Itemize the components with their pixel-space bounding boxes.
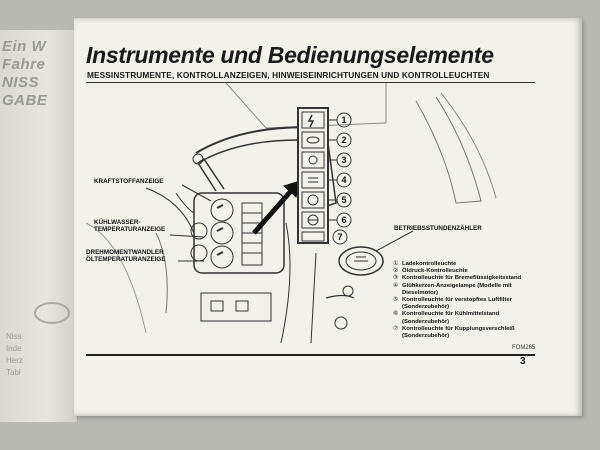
label-coolant-line2: TEMPERATURANZEIGE bbox=[94, 226, 166, 233]
label-coolant-line1: KÜHLWASSER- bbox=[94, 219, 141, 226]
left-page-line: Tabl bbox=[6, 368, 21, 377]
label-converter-line1: DREHMOMENTWANDLER bbox=[86, 249, 164, 256]
label-hour-meter: BETRIEBSSTUNDENZÄHLER bbox=[394, 225, 482, 232]
callout-number: 7 bbox=[337, 232, 342, 242]
bottom-rule bbox=[86, 354, 535, 356]
page-number: 3 bbox=[520, 356, 526, 367]
left-page-fragment: Fahre bbox=[2, 56, 46, 73]
label-converter-line2: ÖLTEMPERATURANZEIGE bbox=[86, 256, 166, 263]
dashboard-drawing: 1 2 3 4 5 6 7 bbox=[85, 82, 497, 344]
top-rule bbox=[86, 82, 535, 83]
callout-number: 3 bbox=[341, 155, 346, 165]
callout-number: 1 bbox=[341, 115, 346, 125]
callout-number: 5 bbox=[341, 195, 346, 205]
page-subtitle: MESSINSTRUMENTE, KONTROLLANZEIGEN, HINWE… bbox=[87, 70, 490, 80]
page-title: Instrumente und Bedienungselemente bbox=[86, 42, 494, 68]
callout-number: 2 bbox=[341, 135, 346, 145]
left-page-line: Herz bbox=[6, 356, 23, 365]
left-page-line: Niss bbox=[6, 332, 22, 341]
left-page-fragment: GABE bbox=[2, 92, 48, 109]
left-page-line: Inde bbox=[6, 344, 22, 353]
dashboard-illustration: 1 2 3 4 5 6 7 KRAFTSTOFFANZEIGE KÜHLWASS… bbox=[85, 82, 536, 353]
figure-code: FOM265 bbox=[512, 345, 536, 351]
left-page-fragment: Ein W bbox=[2, 38, 47, 55]
left-page: Ein W Fahre NISS GABE Niss Inde Herz Tab… bbox=[0, 30, 78, 422]
manual-page: Instrumente und Bedienungselemente MESSI… bbox=[74, 18, 582, 416]
label-fuel-gauge: KRAFTSTOFFANZEIGE bbox=[94, 178, 164, 185]
callout-number: 6 bbox=[341, 215, 346, 225]
nissan-logo bbox=[34, 302, 70, 324]
callout-number: 4 bbox=[341, 175, 346, 185]
left-page-fragment: NISS bbox=[2, 74, 40, 91]
